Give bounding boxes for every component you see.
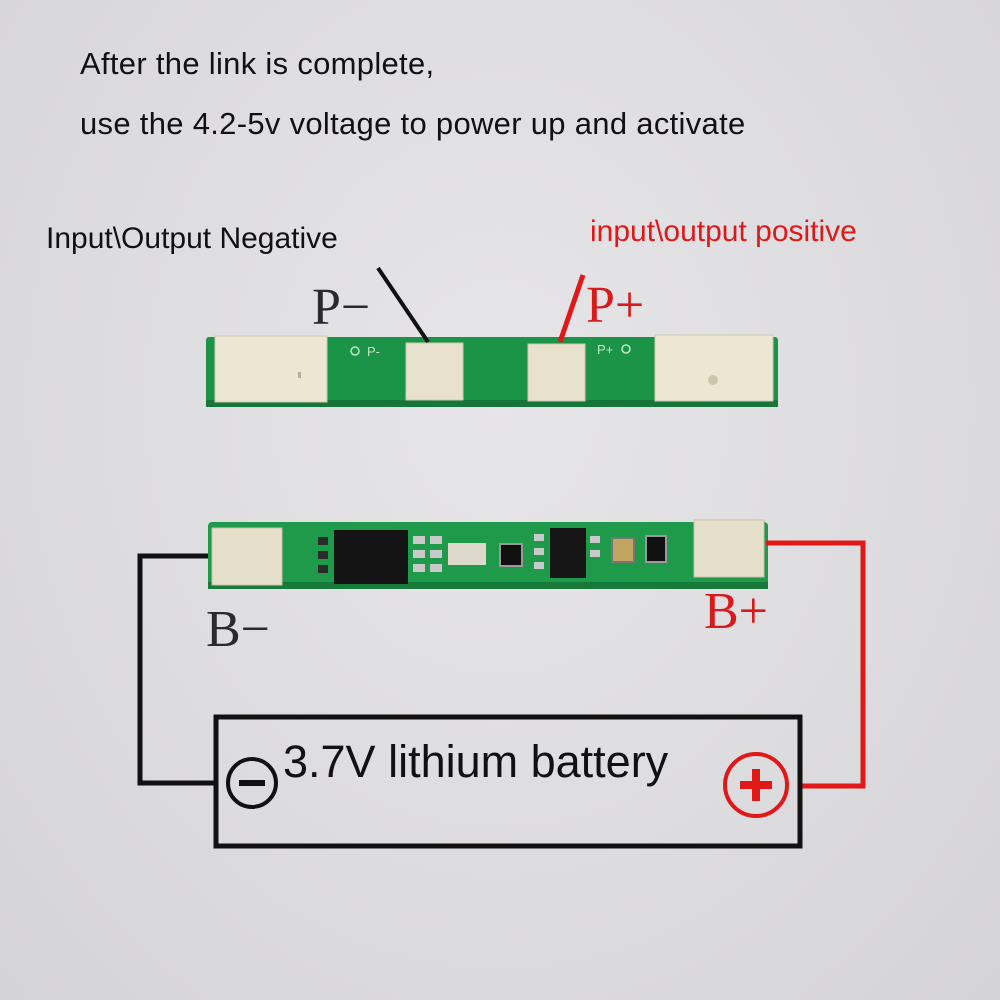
pad-b-plus (693, 519, 765, 578)
instruction-line-1: After the link is complete, (80, 46, 435, 81)
protection-ic (334, 530, 408, 584)
instruction-line-2: use the 4.2-5v voltage to power up and a… (80, 106, 746, 141)
battery-box (213, 714, 803, 849)
pcb-bottom-board (208, 519, 768, 589)
pcb-bottom-substrate (208, 522, 768, 589)
pad-b-minus (211, 527, 283, 586)
output-positive-label: input\output positive (590, 215, 857, 248)
output-negative-label: Input\Output Negative (46, 222, 338, 255)
pcb-top-board: P- P+ (206, 334, 778, 407)
minus-icon (226, 757, 278, 809)
resistor-2 (645, 535, 667, 563)
p-plus-label: P+ (586, 277, 645, 334)
pcb-top-substrate (206, 337, 778, 407)
pointer-negative (376, 266, 430, 344)
pad-p-plus (527, 343, 586, 402)
silkscreen-p-minus: P- (367, 344, 380, 359)
test-pad (448, 543, 486, 565)
pad-top-left (214, 335, 328, 403)
pad-top-right (654, 334, 774, 402)
p-minus-label: P− (312, 279, 371, 336)
capacitor (499, 543, 523, 567)
battery-label: 3.7V lithium battery (283, 736, 669, 787)
b-minus-label: B− (206, 601, 271, 658)
pad-p-minus (405, 342, 464, 401)
resistor (611, 537, 635, 563)
plus-icon (723, 752, 789, 818)
silkscreen-p-plus: P+ (597, 342, 613, 357)
pointer-positive (557, 274, 586, 343)
positive-wire (766, 540, 866, 789)
mosfet (550, 528, 586, 578)
b-plus-label: B+ (704, 583, 769, 640)
negative-wire (137, 553, 216, 786)
